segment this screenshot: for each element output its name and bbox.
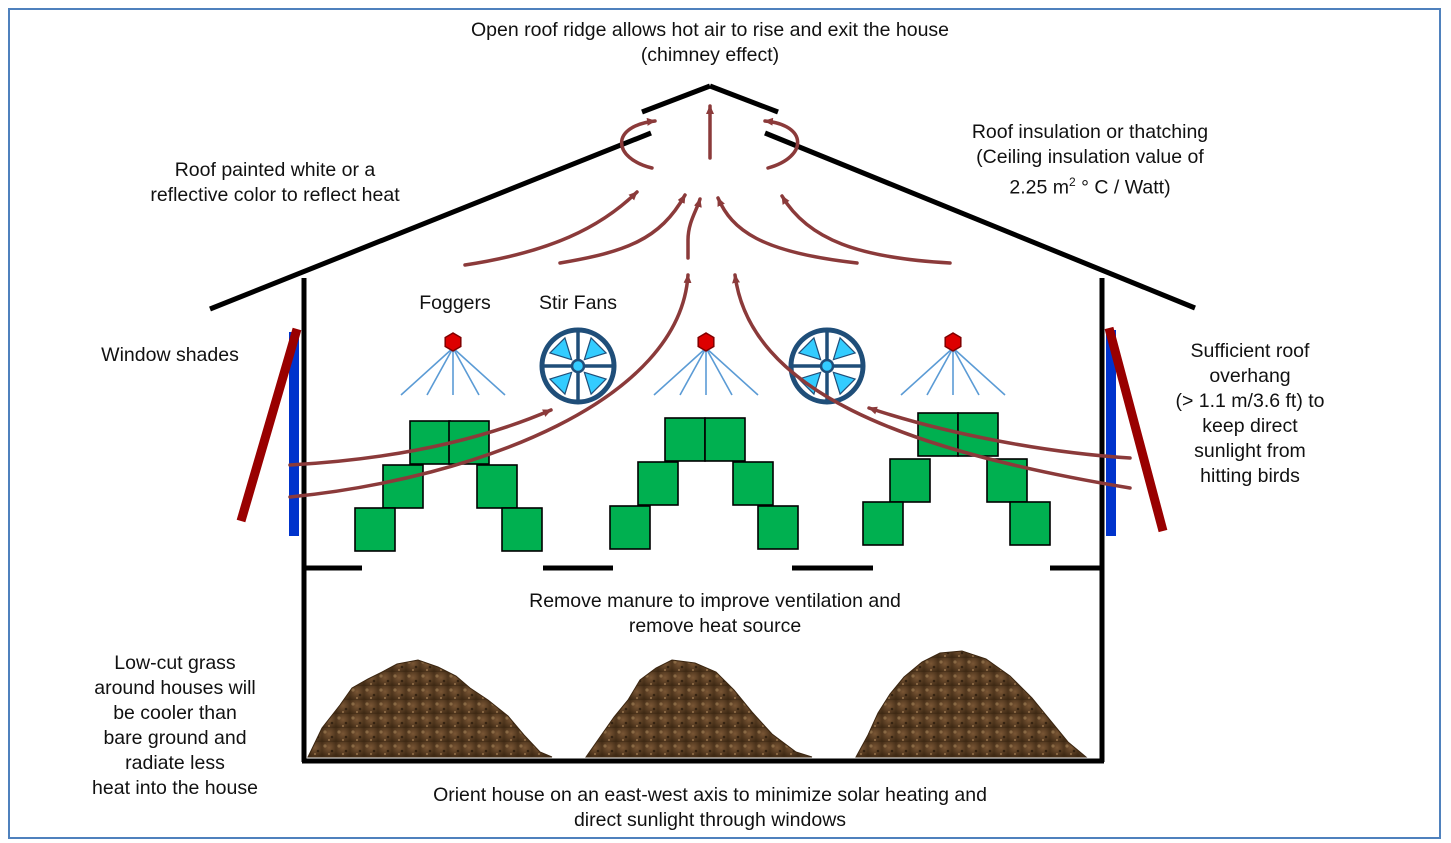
airflow-ridge-right — [763, 117, 800, 170]
bird-3-5 — [862, 501, 904, 546]
fogger-1 — [400, 332, 506, 396]
airflow-rise-2 — [558, 193, 687, 265]
airflow-rise-4 — [716, 196, 859, 265]
fogger-3 — [900, 332, 1006, 396]
airflow-intake-left-lower — [288, 273, 692, 499]
roof-cap-left — [641, 83, 711, 115]
airflow-rise-1 — [463, 190, 639, 267]
bird-2-6 — [757, 505, 799, 550]
bird-2-4 — [732, 461, 774, 506]
label-orient: Orient house on an east-west axis to min… — [433, 784, 987, 831]
insulation-value: 2.25 m2 ° C / Watt) — [1009, 175, 1171, 199]
airflow-intake-right-upper — [867, 406, 1132, 460]
label-roof-paint: Roof painted white or a reflective color… — [150, 159, 400, 206]
manure-pile-1 — [307, 659, 553, 758]
roof-right — [764, 130, 1196, 311]
airflow-arrows — [288, 104, 1132, 499]
label-roof-ridge: Open roof ridge allows hot air to rise a… — [470, 19, 950, 66]
stir-fan-2 — [788, 327, 866, 405]
roof-left — [209, 130, 652, 312]
bird-2-3 — [637, 461, 679, 506]
manure-pile-3 — [855, 650, 1088, 758]
window-left — [289, 332, 299, 536]
foggers — [400, 332, 1006, 396]
windows — [236, 326, 1168, 536]
shade-right — [1104, 326, 1168, 533]
bird-1-1 — [409, 420, 451, 465]
airflow-intake-left-upper — [288, 408, 553, 467]
label-manure: Remove manure to improve ventilation and… — [529, 590, 901, 637]
stir-fan-1 — [539, 327, 617, 405]
airflow-rise-3 — [686, 197, 702, 260]
roof-cap-right — [709, 83, 779, 115]
bird-2-5 — [609, 505, 651, 550]
label-window-shades: Window shades — [101, 344, 239, 366]
bird-3-6 — [1009, 501, 1051, 546]
bird-1-3 — [382, 464, 424, 509]
shade-left — [236, 327, 302, 523]
label-roof-insulation: Roof insulation or thatching (Ceiling in… — [920, 120, 1260, 201]
airflow-rise-5 — [780, 194, 952, 265]
label-foggers: Foggers — [419, 292, 491, 314]
diagram-frame — [8, 8, 1441, 839]
house-structure — [209, 83, 1196, 764]
birds — [354, 412, 1051, 552]
bird-1-5 — [354, 507, 396, 552]
label-stir-fans: Stir Fans — [538, 292, 618, 314]
airflow-intake-right-lower — [732, 273, 1132, 490]
bird-3-3 — [889, 458, 931, 503]
label-overhang: Sufficient roof overhang (> 1.1 m/3.6 ft… — [1175, 340, 1325, 487]
manure-piles — [307, 650, 1088, 758]
bird-1-4 — [476, 464, 518, 509]
window-right — [1106, 330, 1116, 536]
manure-pile-2 — [585, 659, 813, 758]
airflow-ridge-left — [620, 117, 657, 170]
fogger-2 — [653, 332, 759, 396]
bird-1-6 — [501, 507, 543, 552]
label-grass: Low-cut grass around houses will be cool… — [92, 652, 258, 799]
bird-2-2 — [704, 417, 746, 462]
bird-2-1 — [664, 417, 706, 462]
